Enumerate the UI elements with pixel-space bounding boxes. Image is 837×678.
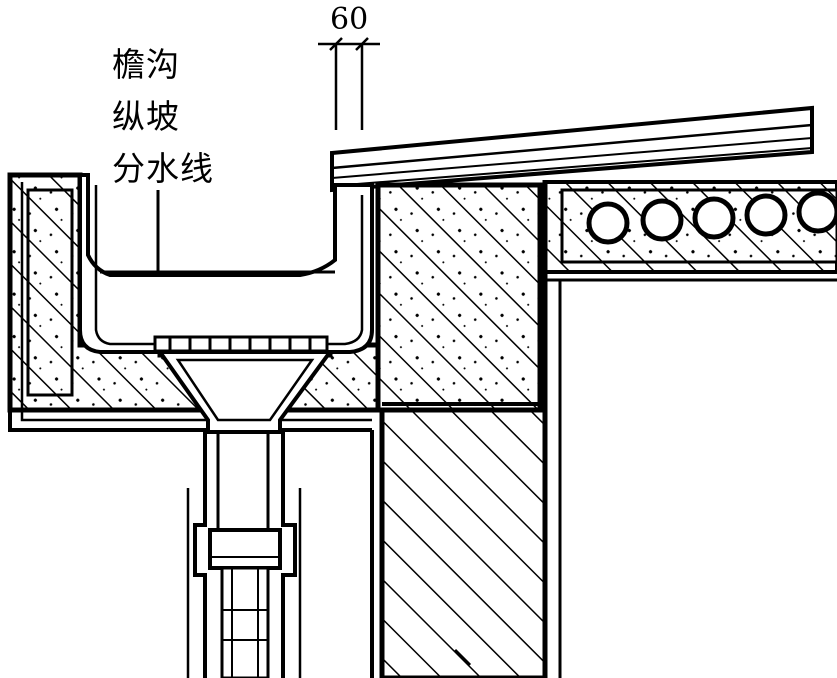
dimension-label: 60 (330, 2, 369, 37)
drain-grate (153, 335, 329, 353)
dimension-marker (318, 37, 380, 130)
gutter-label-line3: 分水线 (112, 149, 214, 188)
hollow-core-slab (543, 180, 837, 274)
break-line (453, 648, 472, 667)
funnel-outlet (156, 350, 334, 434)
gutter-label-line1: 檐沟 (112, 45, 180, 84)
gutter-channel (78, 173, 374, 354)
roof-slab (330, 105, 814, 193)
downpipe (186, 432, 302, 678)
gutter-label-line2: 纵坡 (112, 97, 180, 136)
wall-column (375, 180, 837, 678)
